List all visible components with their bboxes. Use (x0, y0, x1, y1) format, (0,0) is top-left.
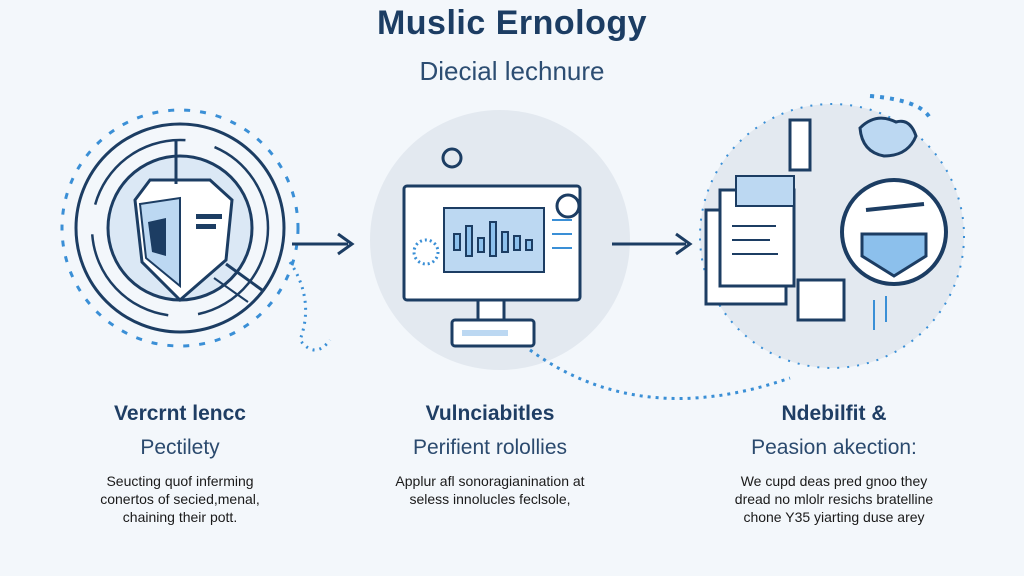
connector-path (529, 348, 791, 400)
column-subheading: Pectilety (140, 436, 220, 459)
column-subheading: Peasion akection: (751, 436, 917, 459)
arrow-right-icon (292, 232, 355, 256)
shield-illustration (60, 108, 332, 352)
diagram-subtitle: Diecial lechnure (419, 56, 605, 86)
body-line: seless innolucles feclsole, (409, 491, 571, 507)
body-line: chaining their pott. (122, 509, 238, 525)
column-body: Seucting quof inferming conertos of seci… (30, 472, 330, 526)
documents-illustration (699, 94, 965, 369)
column-center: Vulnciabitles Perifient rolollies Applur… (340, 402, 640, 508)
column-body: We cupd deas pred gnoo they dread no mlo… (684, 472, 984, 526)
column-left: Vercrnt lencc Pectilety Seucting quof in… (30, 402, 330, 526)
column-heading: Ndebilfit & (781, 402, 887, 425)
body-line: We cupd deas pred gnoo they (740, 473, 928, 489)
diagram-title: Muslic Ernology (376, 4, 648, 42)
body-line: Applur afl sonoragianination at (395, 473, 585, 489)
body-line: chone Y35 yiarting duse arey (743, 509, 925, 525)
column-right: Ndebilfit & Peasion akection: We cupd de… (684, 402, 984, 526)
column-body: Applur afl sonoragianination at seless i… (340, 472, 640, 508)
arrow-right-icon (612, 232, 693, 256)
body-line: dread no mlolr resichs bratelline (734, 491, 934, 507)
column-heading: Vercrnt lencc (114, 402, 246, 425)
column-heading: Vulnciabitles (425, 402, 555, 425)
body-line: Seucting quof inferming (106, 473, 254, 489)
body-line: conertos of secied,menal, (100, 491, 260, 507)
monitor-illustration (370, 110, 630, 370)
column-subheading: Perifient rolollies (412, 436, 568, 459)
